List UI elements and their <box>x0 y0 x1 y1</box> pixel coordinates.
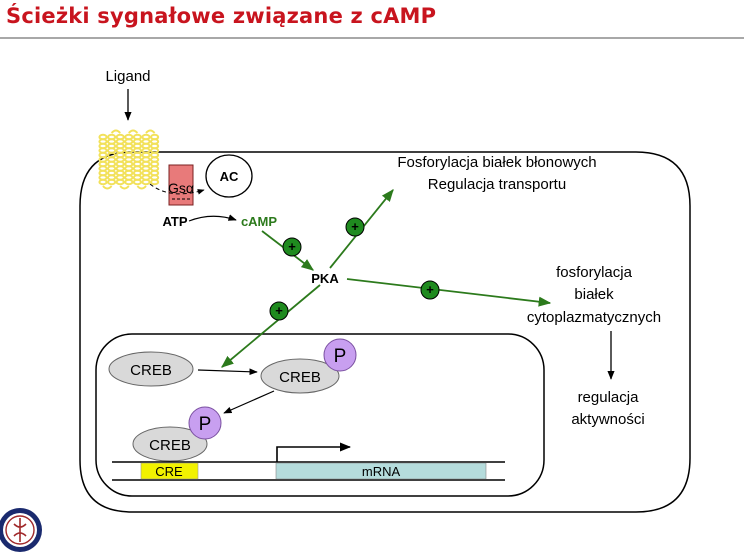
slide-title: Ścieżki sygnałowe związane z cAMP <box>6 4 437 28</box>
plus-circle-nucleus <box>269 301 289 321</box>
mrna-label: mRNA <box>362 464 401 479</box>
creb-label-3: CREB <box>149 437 191 454</box>
title-divider <box>0 37 744 39</box>
receptor-helix-coil <box>141 178 151 186</box>
camp-label: cAMP <box>241 214 277 229</box>
plus-circle-cytoplasm <box>420 280 440 300</box>
transcription-start-arrow <box>276 442 352 462</box>
pka-to-cytoplasm-arrow <box>346 278 552 307</box>
receptor-helix-coil <box>98 178 108 186</box>
activity-regulation-line-2: aktywności <box>571 411 644 428</box>
cell-membrane-outline <box>79 151 691 513</box>
plus-sign-membrane: + <box>351 219 359 234</box>
phosphate-circle-2 <box>188 406 222 440</box>
cre-label: CRE <box>155 464 183 479</box>
cytoplasmic-effect-line-3: cytoplazmatycznych <box>527 309 661 326</box>
creb-to-dna-arrow <box>223 390 275 414</box>
creb-phosphorylation-arrow <box>197 368 258 376</box>
pka-label: PKA <box>311 271 339 286</box>
plus-circle-membrane <box>345 217 365 237</box>
ac-label: AC <box>220 169 239 184</box>
creb-label-2: CREB <box>279 369 321 386</box>
activity-regulation-line-1: regulacja <box>578 389 640 406</box>
cytoplasmic-effect-line-2: białek <box>574 286 614 303</box>
gs-alpha-subunit <box>168 164 194 206</box>
creb-label-1: CREB <box>130 362 172 379</box>
gs-to-ac-dashed-arrow <box>149 183 205 195</box>
phosphate-label-2: P <box>199 414 212 435</box>
receptor-helix-coil <box>115 178 125 186</box>
creb-bound <box>132 426 208 462</box>
phosphate-circle-1 <box>323 338 357 372</box>
atp-to-camp-arrow <box>188 214 237 222</box>
ligand-label: Ligand <box>105 68 150 85</box>
receptor-helix-coil <box>124 178 134 186</box>
cre-element <box>140 462 199 480</box>
gs-alpha-label: Gsα <box>168 180 194 196</box>
receptor-helix-coil <box>107 178 117 186</box>
nucleus-outline <box>95 333 545 497</box>
receptor-loops <box>102 129 156 190</box>
mrna-region <box>275 462 487 480</box>
gpcr-receptor <box>98 129 160 190</box>
receptor-helix-coil <box>132 178 142 186</box>
adenylate-cyclase <box>205 154 253 198</box>
creb-unphosphorylated <box>108 351 194 387</box>
atp-label: ATP <box>162 214 187 229</box>
receptor-helix-coil <box>150 178 160 186</box>
cytoplasmic-effect-line-1: fosforylacja <box>556 264 633 281</box>
plus-circle-camp <box>282 237 302 257</box>
phosphate-label-1: P <box>334 346 347 367</box>
plus-sign-cytoplasm: + <box>426 282 434 297</box>
plus-sign-camp: + <box>288 239 296 254</box>
plus-sign-nucleus: + <box>275 303 283 318</box>
membrane-effect-line-2: Regulacja transportu <box>428 176 566 193</box>
university-seal-logo <box>0 508 42 552</box>
membrane-effect-line-1: Fosforylacja białek błonowych <box>397 154 596 171</box>
pka-to-nucleus-arrow <box>221 284 321 368</box>
creb-phosphorylated <box>260 358 340 394</box>
